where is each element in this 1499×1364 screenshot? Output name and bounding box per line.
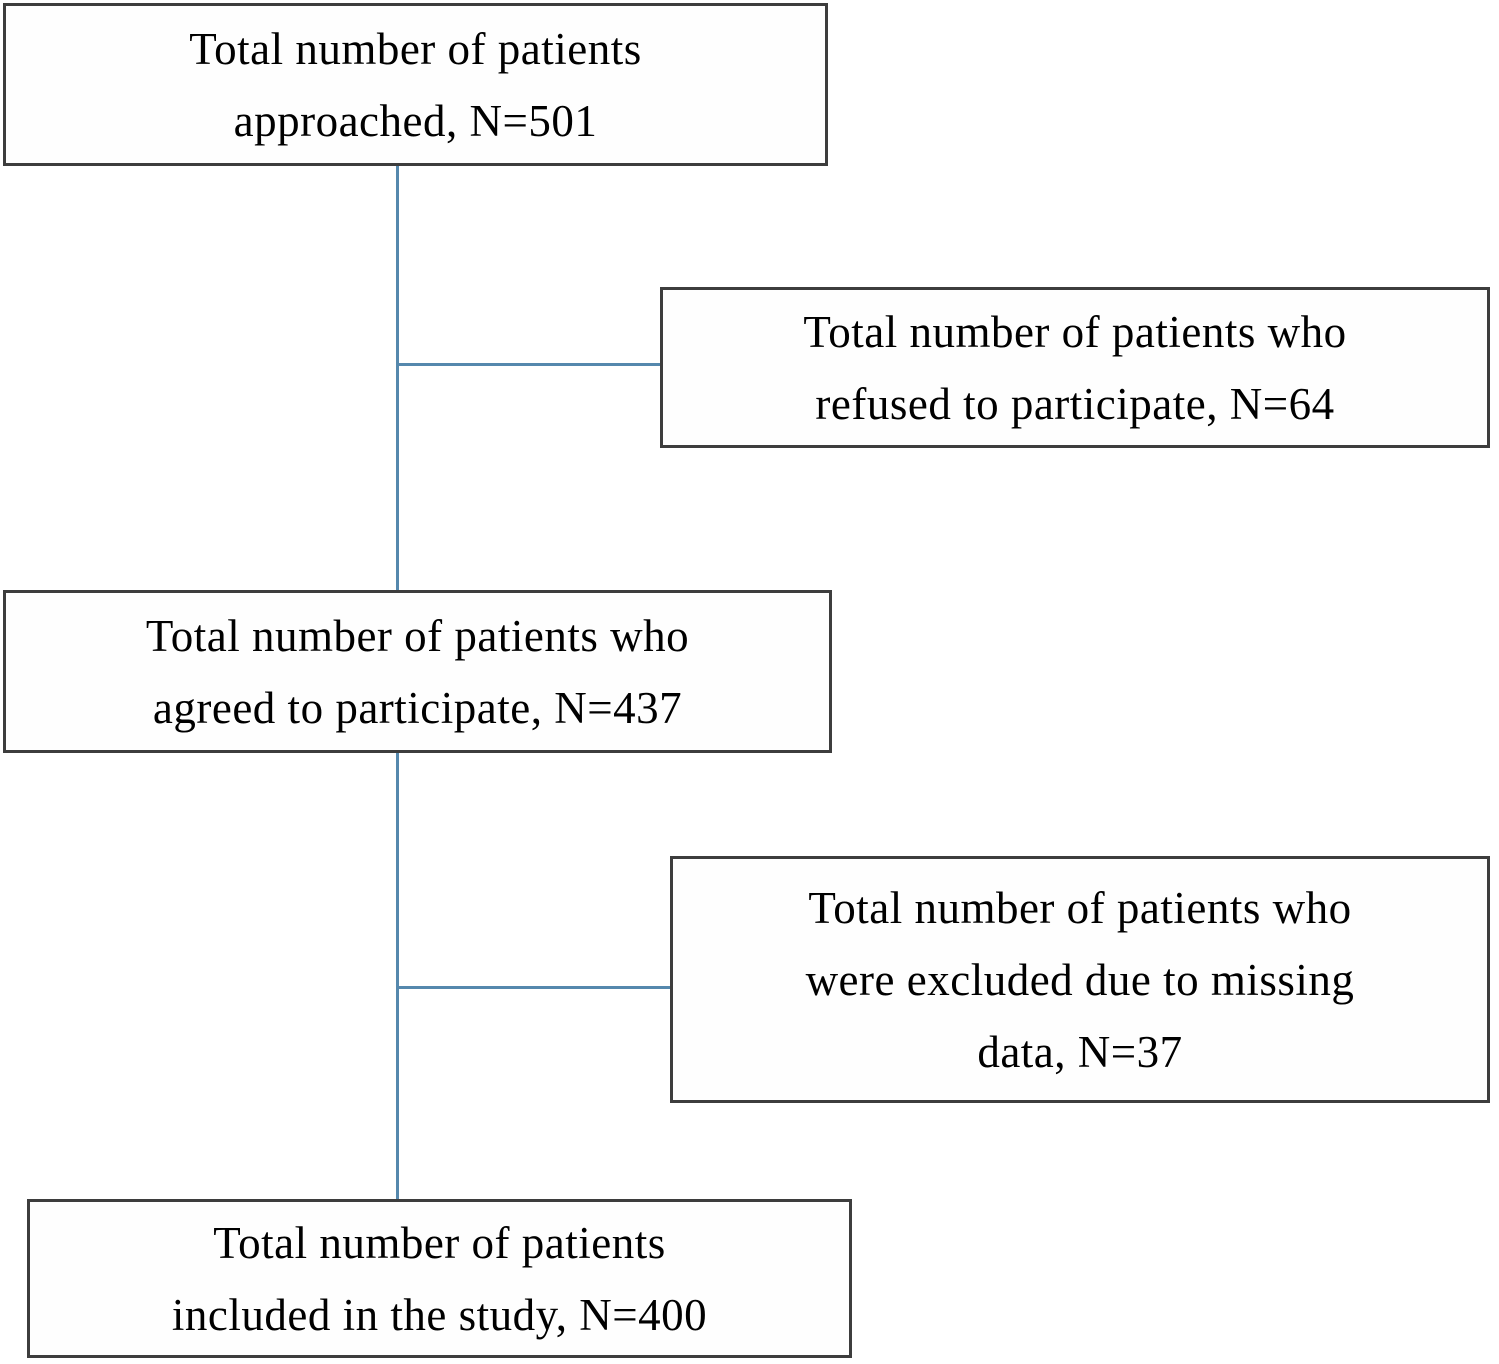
node-text-line: Total number of patients: [213, 1217, 666, 1268]
connector-approached-to-agreed: [396, 166, 399, 590]
node-text-line: agreed to participate, N=437: [152, 682, 683, 733]
node-text-line: data, N=37: [977, 1026, 1183, 1077]
node-patients-excluded: Total number of patients who were exclud…: [670, 856, 1490, 1103]
node-text-line: Total number of patients who: [808, 882, 1352, 933]
node-text-line: Total number of patients who: [803, 306, 1347, 357]
node-text-line: Total number of patients: [189, 23, 642, 74]
node-patients-approached: Total number of patients approached, N=5…: [3, 3, 828, 166]
node-text-line: Total number of patients who: [145, 610, 690, 661]
node-text-line: were excluded due to missing: [805, 954, 1355, 1005]
node-text-line: included in the study, N=400: [171, 1289, 708, 1340]
node-patients-refused: Total number of patients who refused to …: [660, 287, 1490, 448]
node-text-line: refused to participate, N=64: [815, 378, 1335, 429]
node-patients-included: Total number of patients included in the…: [27, 1199, 852, 1358]
node-text-line: approached, N=501: [233, 95, 598, 146]
connector-agreed-to-included: [396, 753, 399, 1199]
connector-branch-to-excluded: [397, 986, 670, 989]
connector-branch-to-refused: [397, 363, 660, 366]
node-patients-agreed: Total number of patients who agreed to p…: [3, 590, 832, 753]
